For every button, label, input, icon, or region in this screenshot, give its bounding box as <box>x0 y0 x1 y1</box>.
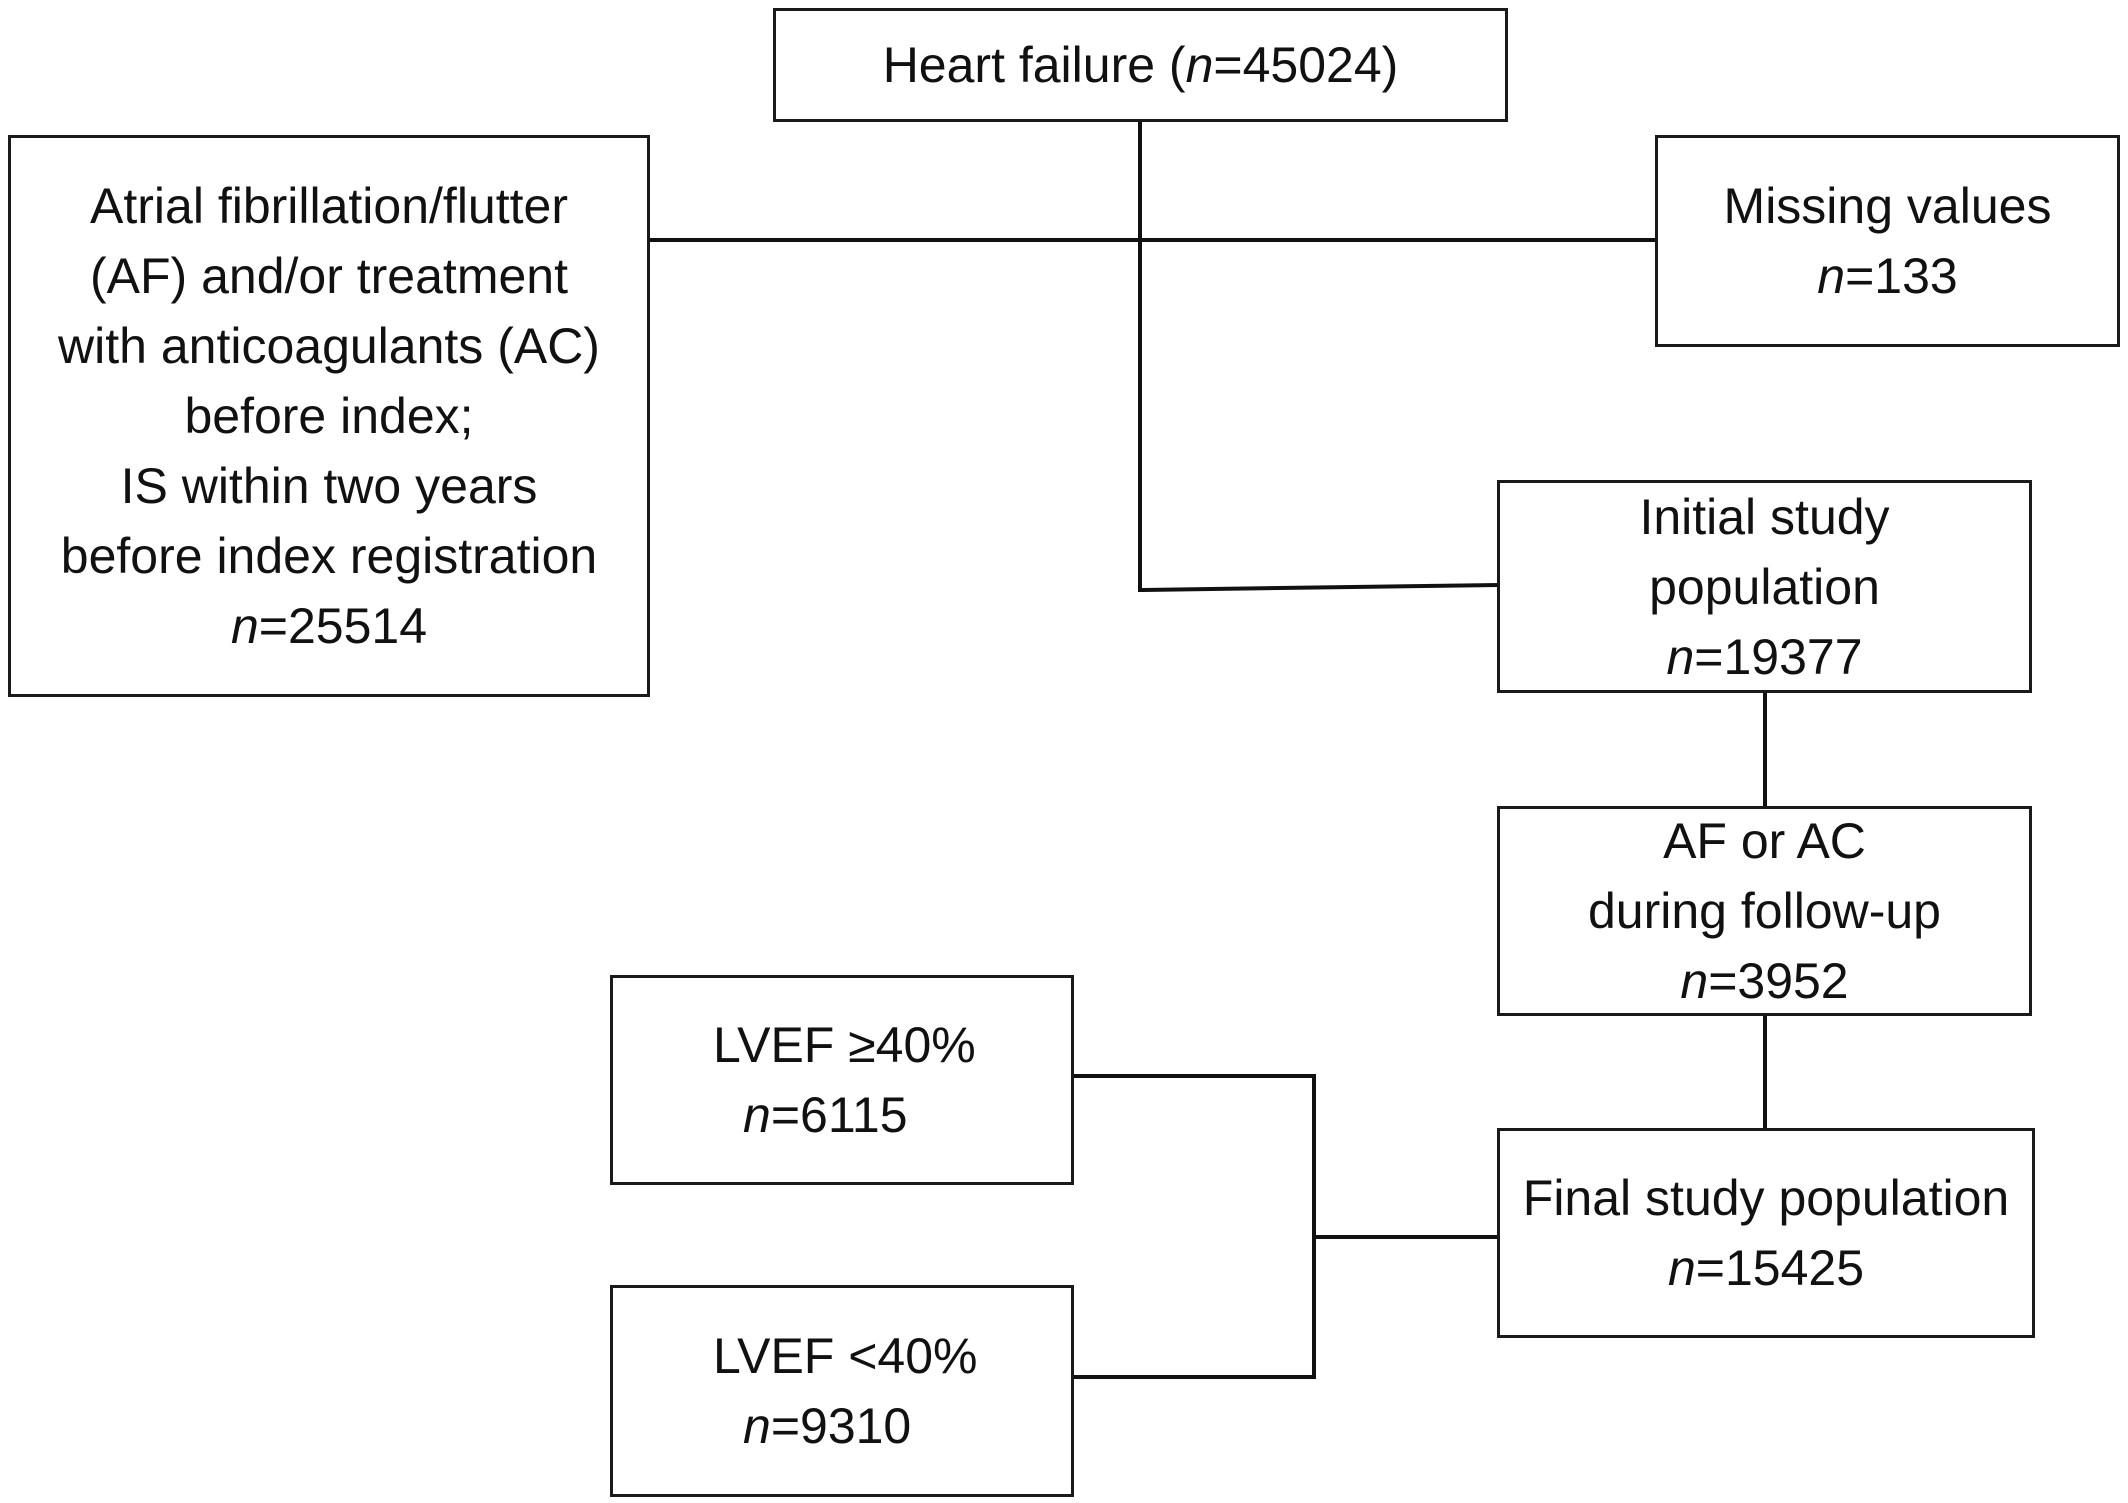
final-study-population-box: Final study population n=15425 <box>1497 1128 2035 1338</box>
initial-population-line-2: population <box>1649 558 1880 615</box>
initial-population-n-symbol: n <box>1666 628 1695 685</box>
af-ac-followup-count: =3952 <box>1708 953 1849 1009</box>
lvef-lt40-count: =9310 <box>770 1398 912 1454</box>
missing-values-label: Missing values <box>1723 178 2052 234</box>
excluded-af-n-symbol: n <box>230 598 259 654</box>
excluded-af-line-6: before index registration <box>60 528 598 584</box>
excluded-af-line-4: before index; <box>184 388 474 444</box>
lvef-lt40-label: LVEF <40% <box>713 1328 978 1384</box>
excluded-af-line-5: IS within two years <box>120 458 538 514</box>
heart-failure-box: Heart failure (n=45024) <box>773 8 1508 122</box>
excluded-af-line-3: with anticoagulants (AC) <box>58 318 600 374</box>
heart-failure-count: =45024) <box>1213 37 1399 93</box>
initial-study-population-box: Initial study population n=19377 <box>1497 480 2032 693</box>
af-ac-followup-line-2: during follow-up <box>1588 883 1941 939</box>
final-population-n-symbol: n <box>1667 1240 1696 1296</box>
connector-to-initial <box>1137 582 1500 593</box>
lvef-ge40-n-symbol: n <box>743 1087 771 1143</box>
lvef-ge40-count: =6115 <box>770 1087 908 1143</box>
excluded-af-line-1: Atrial fibrillation/flutter <box>90 178 568 234</box>
af-ac-followup-n-symbol: n <box>1680 953 1709 1009</box>
missing-values-n-symbol: n <box>1817 248 1846 304</box>
lvef-ge40-box: LVEF ≥40% n=6115 <box>610 975 1074 1185</box>
excluded-af-count: =25514 <box>258 598 428 654</box>
af-ac-followup-box: AF or AC during follow-up n=3952 <box>1497 806 2032 1016</box>
final-population-count: =15425 <box>1695 1240 1865 1296</box>
final-population-label: Final study population <box>1522 1170 2010 1226</box>
lvef-lt40-box: LVEF <40% n=9310 <box>610 1285 1074 1497</box>
heart-failure-n-symbol: n <box>1185 37 1214 93</box>
heart-failure-label: Heart failure ( <box>882 37 1186 93</box>
excluded-af-ac-box: Atrial fibrillation/flutter (AF) and/or … <box>8 135 650 697</box>
lvef-ge40-label: LVEF ≥40% <box>713 1017 976 1073</box>
af-ac-followup-line-1: AF or AC <box>1663 813 1866 869</box>
initial-population-line-1: Initial study <box>1639 488 1890 545</box>
missing-values-box: Missing values n=133 <box>1655 135 2120 347</box>
missing-values-count: =133 <box>1845 248 1958 304</box>
lvef-lt40-n-symbol: n <box>743 1398 771 1454</box>
initial-population-count: =19377 <box>1694 628 1863 685</box>
excluded-af-line-2: (AF) and/or treatment <box>90 248 568 304</box>
